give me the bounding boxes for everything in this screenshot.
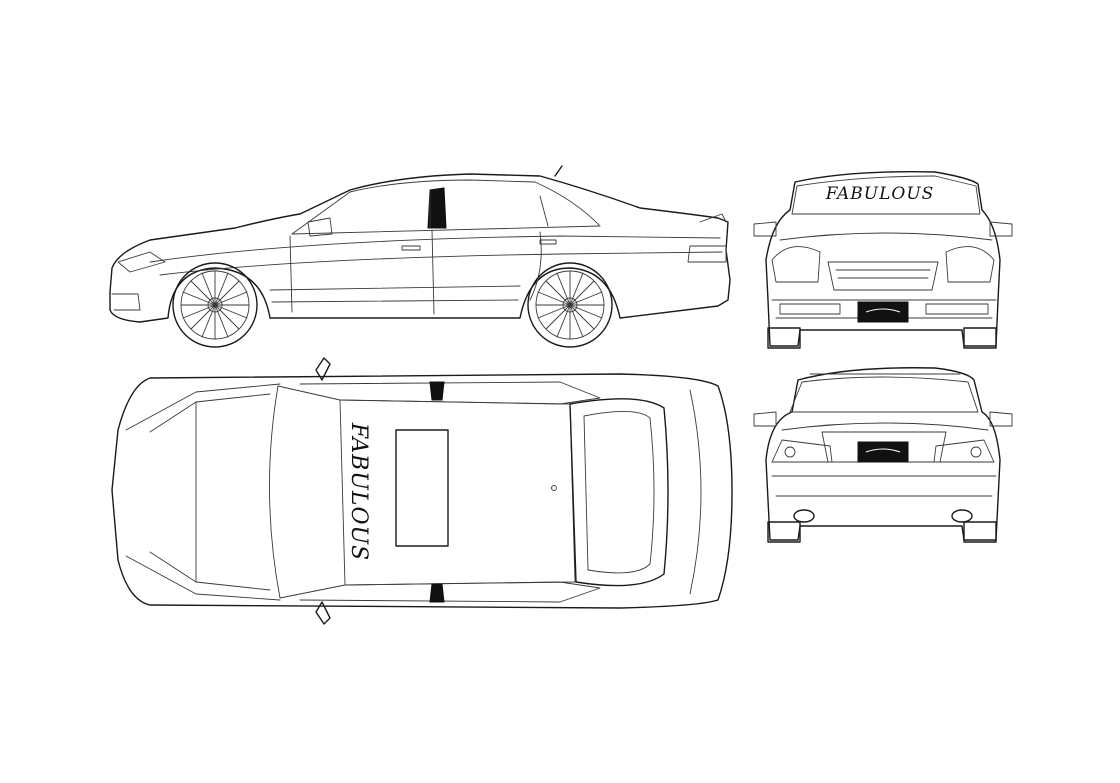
windshield-decal-text: FABULOUS	[825, 184, 935, 204]
top-view: FABULOUS	[111, 357, 733, 625]
side-rear-wheel	[527, 262, 613, 348]
front-view: FABULOUS	[753, 171, 1013, 349]
roof-decal-text: FABULOUS	[346, 422, 371, 561]
rear-view	[753, 367, 1013, 543]
side-front-wheel	[172, 262, 258, 348]
side-view	[109, 165, 731, 348]
